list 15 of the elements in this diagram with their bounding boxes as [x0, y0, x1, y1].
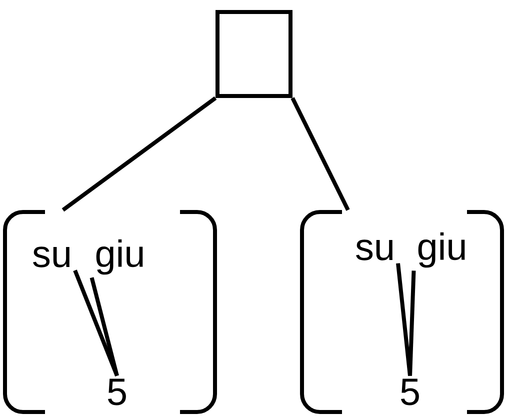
label-text: giu — [418, 232, 465, 268]
connector-line — [90, 277, 119, 376]
bracket-group — [300, 210, 504, 414]
connector-line — [73, 270, 119, 377]
connector-line — [408, 270, 416, 376]
label-text: 5 — [108, 378, 126, 406]
label-text: su — [356, 240, 392, 260]
label-text: su — [33, 246, 70, 268]
label-text: 5 — [401, 378, 419, 406]
square-box — [216, 10, 292, 98]
connector-line — [290, 97, 350, 211]
connector-line — [62, 96, 217, 212]
connector-line — [396, 263, 412, 376]
bracket-group — [3, 210, 217, 414]
label-text: giu — [96, 239, 143, 275]
